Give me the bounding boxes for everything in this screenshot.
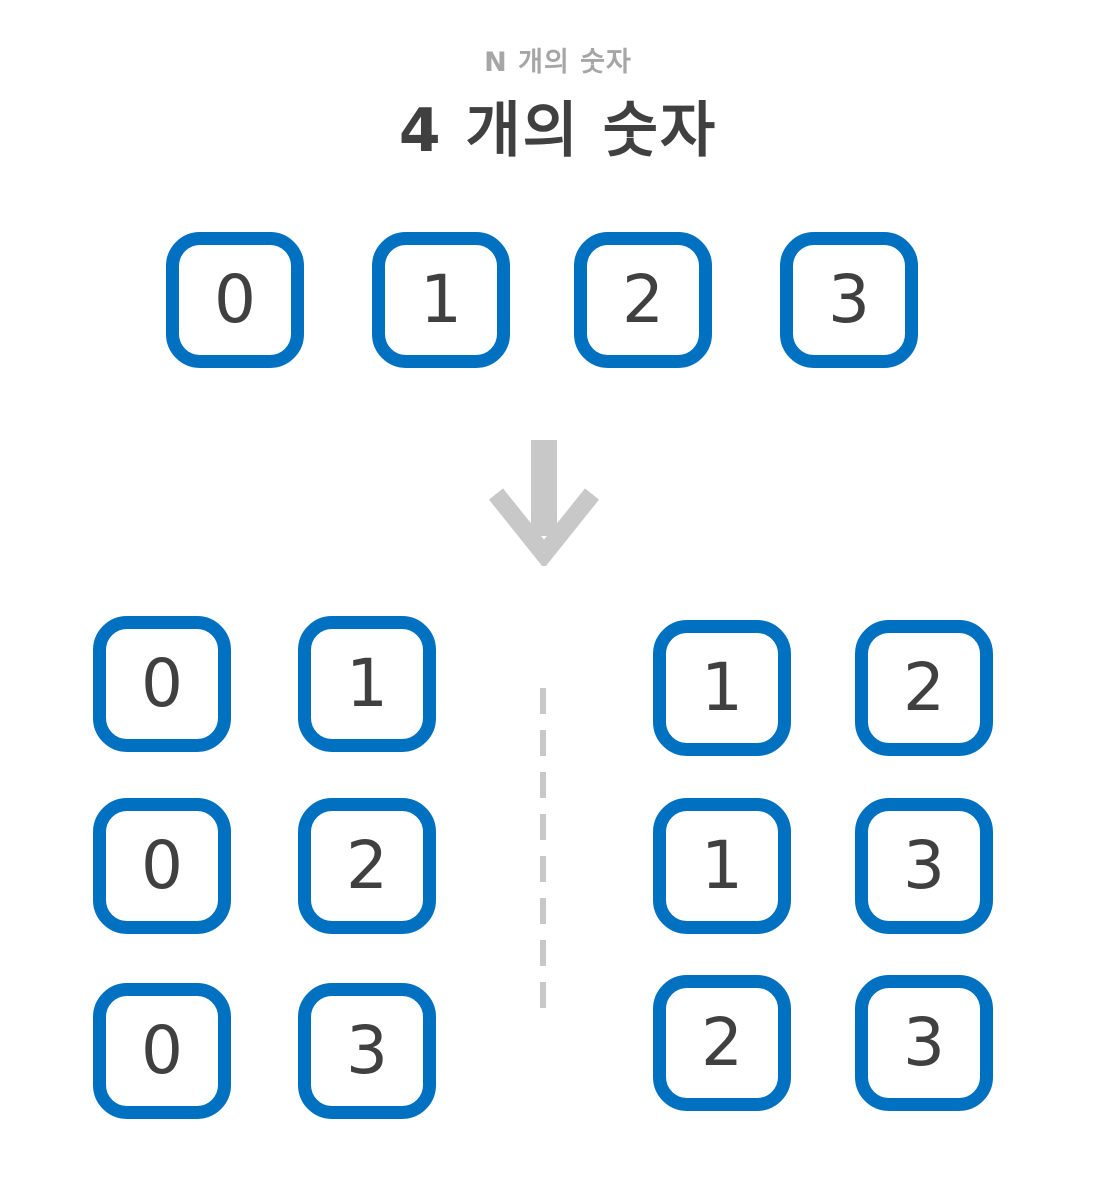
arrow-shaft [531, 440, 557, 536]
arrow-head [488, 488, 600, 566]
number-label: 1 [420, 261, 462, 338]
number-label: 2 [701, 1004, 743, 1081]
pair-box: 3 [855, 975, 993, 1111]
pair-box: 0 [93, 983, 231, 1119]
number-label: 2 [622, 261, 664, 338]
input-number-box: 2 [574, 232, 712, 368]
pair-box: 0 [93, 798, 231, 934]
number-label: 2 [346, 827, 388, 904]
number-label: 0 [141, 827, 183, 904]
pair-box: 2 [855, 620, 993, 756]
input-number-box: 1 [372, 232, 510, 368]
number-label: 1 [346, 645, 388, 722]
pair-box: 3 [855, 798, 993, 934]
number-label: 0 [141, 645, 183, 722]
number-label: 2 [903, 649, 945, 726]
input-number-box: 3 [780, 232, 918, 368]
input-number-box: 0 [166, 232, 304, 368]
pair-box: 0 [93, 616, 231, 752]
dashed-divider [540, 688, 546, 1018]
pair-box: 2 [298, 798, 436, 934]
pair-box: 1 [653, 798, 791, 934]
number-label: 1 [701, 649, 743, 726]
pair-box: 2 [653, 975, 791, 1111]
number-label: 3 [903, 827, 945, 904]
subtitle: N 개의 숫자 [484, 47, 632, 78]
number-label: 1 [701, 827, 743, 904]
pair-box: 3 [298, 983, 436, 1119]
number-label: 3 [346, 1012, 388, 1089]
arrow-down-icon [488, 440, 600, 566]
number-label: 3 [828, 261, 870, 338]
number-label: 3 [903, 1004, 945, 1081]
pair-box: 1 [653, 620, 791, 756]
number-label: 0 [141, 1012, 183, 1089]
pair-box: 1 [298, 616, 436, 752]
number-label: 0 [214, 261, 256, 338]
page-title: 4 개의 숫자 [398, 96, 718, 166]
